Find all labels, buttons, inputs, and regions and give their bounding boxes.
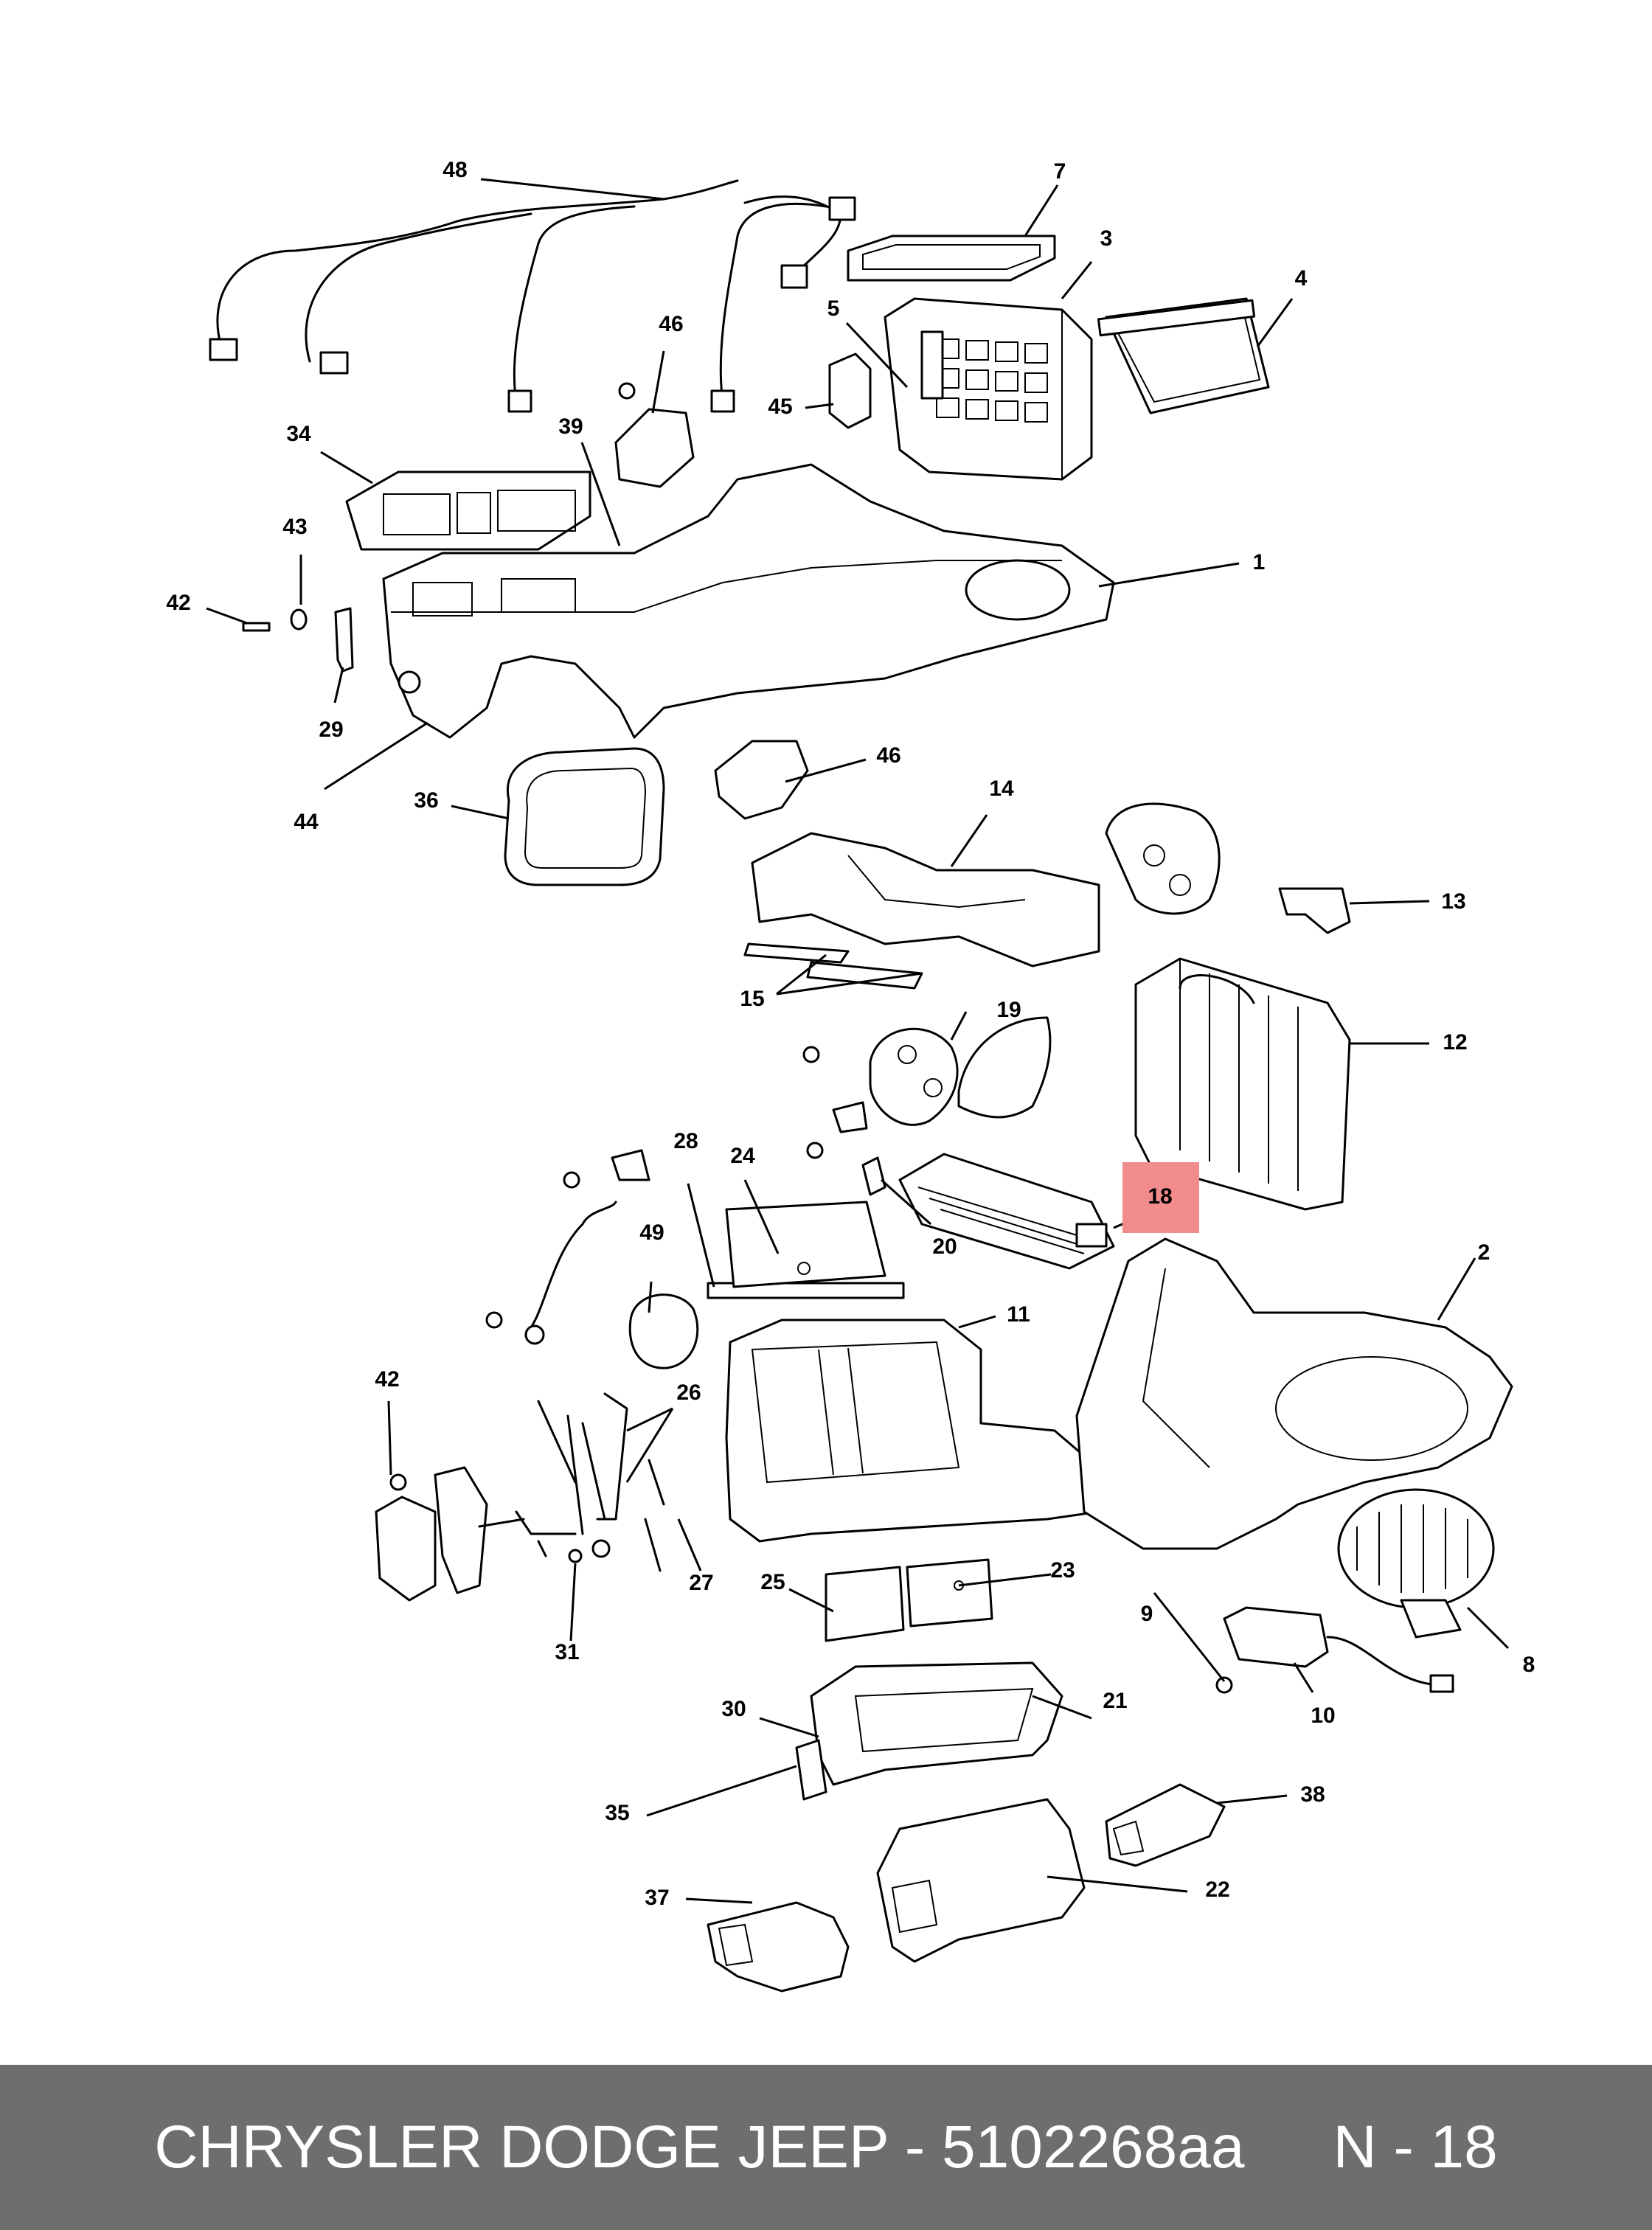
blower-motor-part-8	[1337, 1488, 1495, 1639]
callout-43: 43	[282, 515, 307, 539]
link-part-29	[334, 607, 354, 673]
callout-9: 9	[1141, 1602, 1153, 1626]
callout-8: 8	[1523, 1653, 1535, 1677]
callout-5: 5	[827, 296, 840, 321]
callout-29: 29	[319, 718, 343, 742]
callout-49: 49	[639, 1220, 664, 1245]
callout-12: 12	[1443, 1030, 1467, 1055]
callout-44: 44	[294, 810, 319, 834]
callout-2: 2	[1478, 1240, 1490, 1265]
actuator-part-46-upper	[614, 382, 695, 488]
blower-housing-part-2	[1075, 1237, 1513, 1550]
callout-14: 14	[989, 777, 1014, 801]
hvac-housing-part-1	[382, 463, 1115, 739]
grommet-part-19	[869, 1027, 959, 1126]
rod-part-28	[707, 1282, 905, 1299]
callout-27: 27	[689, 1571, 713, 1595]
callout-15: 15	[740, 987, 764, 1011]
highlight-box-18	[1122, 1162, 1199, 1233]
clip-part-20	[861, 1156, 886, 1196]
wiring-harness-part	[209, 179, 856, 413]
callout-37: 37	[645, 1886, 669, 1910]
leader-lines	[206, 178, 1510, 1904]
callout-11: 11	[1007, 1302, 1030, 1327]
grommet-part-49	[628, 1293, 699, 1369]
cable-part	[524, 1201, 617, 1345]
callout-35: 35	[605, 1801, 629, 1825]
callout-42-upper: 42	[166, 591, 190, 615]
lower-case-part-21	[810, 1661, 1063, 1786]
callout-46-upper: 46	[659, 312, 683, 336]
callout-38: 38	[1300, 1782, 1325, 1807]
callout-13: 13	[1441, 889, 1465, 914]
callout-42-lower: 42	[375, 1367, 399, 1392]
callout-46-lower: 46	[876, 743, 900, 768]
callout-45: 45	[768, 395, 792, 419]
door-part-25	[825, 1566, 905, 1642]
brand-part-number: CHRYSLER DODGE JEEP - 5102268aa	[154, 2113, 1245, 2181]
evaporator-part-12	[1134, 957, 1351, 1211]
callout-36: 36	[414, 788, 438, 813]
callout-10: 10	[1311, 1703, 1335, 1728]
callout-39: 39	[558, 414, 583, 439]
callout-34: 34	[286, 422, 311, 446]
callout-3: 3	[1100, 226, 1113, 251]
heater-core-part-18	[898, 1153, 1115, 1270]
callout-28: 28	[673, 1129, 698, 1153]
seal-part-36	[504, 747, 665, 886]
callout-23: 23	[1050, 1558, 1075, 1583]
tube-seal-part	[957, 1016, 1052, 1119]
callout-labels: 48 7 3 5 4 46 45 34 39 1 43 42 29 44 36 …	[166, 158, 1535, 1910]
bracket-part-13	[1278, 887, 1351, 934]
seal-part-34	[345, 470, 591, 551]
filter-element-part-4	[1097, 297, 1270, 414]
recirculation-housing-part-3	[884, 297, 1093, 481]
bracket-part-35	[795, 1739, 827, 1801]
grommet-part-near-14	[1105, 802, 1221, 915]
callout-1: 1	[1253, 550, 1266, 574]
lower-housing-part-11	[725, 1319, 1108, 1543]
callout-20: 20	[932, 1234, 957, 1259]
duct-part-37	[707, 1901, 850, 1993]
seal-part-7	[847, 235, 1056, 282]
duct-part-14	[751, 832, 1100, 968]
callout-22: 22	[1205, 1878, 1229, 1902]
callout-7: 7	[1054, 159, 1066, 184]
fasteners-group	[485, 1046, 868, 1329]
callout-21: 21	[1103, 1689, 1127, 1713]
actuator-part-46-lower	[714, 740, 809, 820]
page-reference: N - 18	[1333, 2113, 1498, 2181]
screw-part-9	[1215, 1676, 1233, 1694]
door-part-24	[725, 1201, 886, 1288]
callout-25: 25	[760, 1570, 785, 1594]
part-number-footer: CHRYSLER DODGE JEEP - 5102268aa N - 18	[0, 2065, 1652, 2230]
callout-18: 18	[1148, 1184, 1172, 1209]
callout-48: 48	[442, 158, 467, 182]
exploded-parts-diagram: 48 7 3 5 4 46 45 34 39 1 43 42 29 44 36 …	[166, 158, 1535, 1993]
callout-30: 30	[721, 1697, 746, 1721]
callout-4: 4	[1295, 266, 1308, 291]
screw-part-42-upper	[242, 622, 271, 632]
callout-24: 24	[730, 1144, 755, 1168]
actuator-linkage-group	[375, 1392, 665, 1602]
resistor-part-10	[1223, 1606, 1454, 1693]
callout-31: 31	[555, 1640, 579, 1664]
duct-part-22	[876, 1798, 1086, 1963]
callout-19: 19	[996, 998, 1021, 1022]
grommet-part-43	[290, 608, 308, 631]
door-part-23	[906, 1558, 993, 1628]
actuator-part-45	[828, 352, 872, 429]
callout-26: 26	[676, 1380, 701, 1405]
seals-part-15	[743, 942, 923, 990]
duct-part-38	[1105, 1783, 1226, 1867]
